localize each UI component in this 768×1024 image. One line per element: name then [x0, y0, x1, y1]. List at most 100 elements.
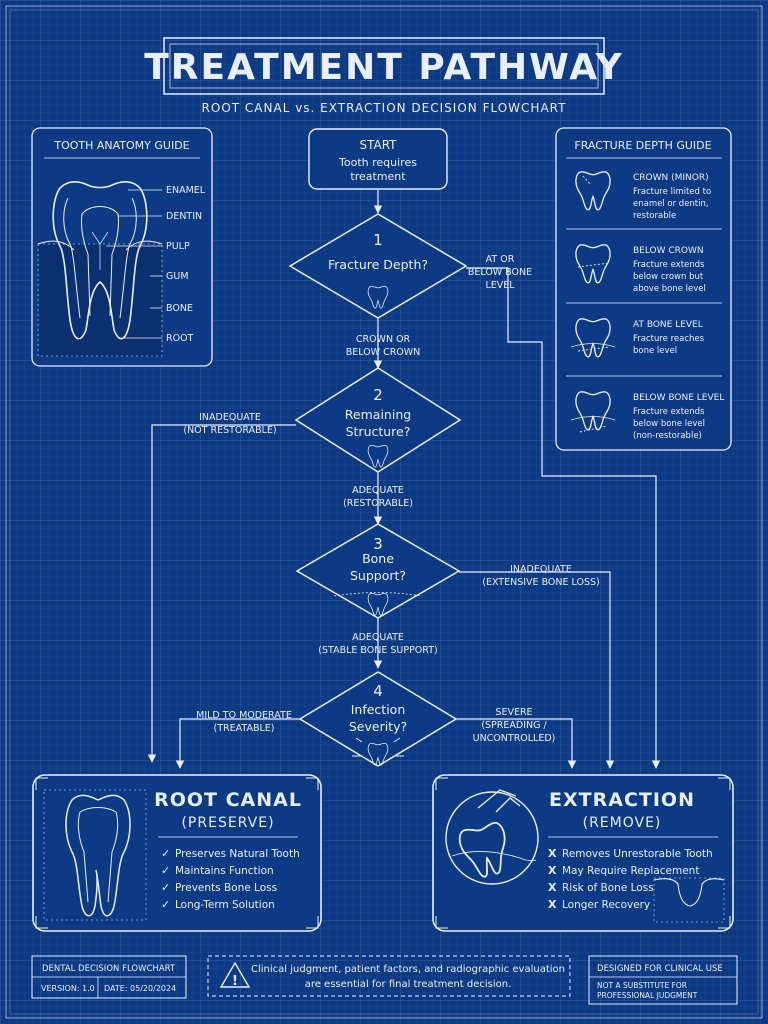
fracture-item-text: restorable	[633, 211, 676, 221]
decision-label: Infection	[351, 702, 406, 717]
point-text: Longer Recovery	[562, 899, 650, 911]
anatomy-label-enamel: ENAMEL	[166, 185, 206, 196]
point-text: Prevents Bone Loss	[175, 882, 277, 894]
warning-symbol: !	[232, 974, 238, 989]
fracture-item-text: Fracture extends	[633, 260, 705, 270]
root-canal-point: ✓ Preserves Natural Tooth	[161, 847, 300, 860]
fracture-item-text: bone level	[633, 346, 677, 356]
branch-label-line: ADEQUATE	[352, 632, 404, 643]
fracture-depth-guide: FRACTURE DEPTH GUIDE CROWN (MINOR)Fractu…	[555, 127, 732, 451]
fracture-item-title: BELOW CROWN	[633, 246, 704, 256]
decision-number: 4	[373, 682, 383, 700]
point-text: Preserves Natural Tooth	[175, 848, 300, 860]
page-title: TREATMENT PATHWAY	[144, 47, 624, 88]
fracture-item-title: BELOW BONE LEVEL	[633, 393, 724, 403]
fracture-item-text: below crown but	[633, 272, 704, 282]
branch-label-line: AT OR	[486, 254, 515, 265]
branch-label-line: CROWN OR	[356, 334, 411, 345]
decision-label: Severity?	[349, 719, 407, 734]
root-canal-outcome: ROOT CANAL (PRESERVE) ✓ Preserves Natural…	[32, 774, 322, 932]
socket-icon	[653, 877, 725, 923]
extraction-subtitle: (REMOVE)	[583, 815, 662, 831]
anatomy-label-bone: BONE	[166, 303, 193, 314]
branch-label-line: INADEQUATE	[510, 564, 572, 575]
anatomy-guide: TOOTH ANATOMY GUIDE ENAMELDENTINPULPGUMB…	[31, 127, 213, 367]
root-canal-title: ROOT CANAL	[154, 789, 302, 811]
start-line-1: Tooth requires	[338, 156, 417, 169]
branch-label-line: (RESTORABLE)	[343, 498, 413, 509]
anatomy-label-gum: GUM	[166, 271, 189, 282]
doc-date: DATE: 05/20/2024	[104, 984, 176, 993]
branch-label-line: (SPREADING /	[481, 720, 547, 731]
start-node: START Tooth requires treatment	[308, 128, 448, 190]
branch-label-line: BELOW BONE	[468, 267, 532, 278]
warning-icon: !	[219, 961, 251, 989]
fracture-heading: FRACTURE DEPTH GUIDE	[574, 139, 711, 152]
branch-label-d3-down: ADEQUATE(STABLE BONE SUPPORT)	[318, 632, 437, 656]
decision-label: Structure?	[346, 424, 411, 439]
decision-label: Bone	[362, 551, 394, 566]
extraction-title: EXTRACTION	[549, 789, 695, 811]
root-canal-point: ✓Prevents Bone Loss	[161, 881, 277, 894]
branch-label-line: SEVERE	[495, 707, 532, 718]
decision-label: Fracture Depth?	[328, 257, 428, 272]
fracture-item-text: (non-restorable)	[633, 431, 702, 441]
branch-label-d1-down: CROWN OR BELOW CROWN	[346, 334, 421, 358]
decision-tooth-icon	[333, 592, 423, 616]
fracture-item-text: below bone level	[633, 419, 705, 429]
check-icon: ✓	[161, 898, 170, 911]
title-block: TREATMENT PATHWAY ROOT CANAL vs. EXTRACT…	[144, 37, 624, 115]
fracture-item-text: above bone level	[633, 284, 706, 294]
root-canal-tooth-icon	[65, 794, 131, 917]
branch-label-d2-left: INADEQUATE (NOT RESTORABLE)	[183, 412, 276, 436]
branch-label-line: (EXTENSIVE BONE LOSS)	[482, 577, 599, 588]
page-subtitle: ROOT CANAL vs. EXTRACTION DECISION FLOWC…	[202, 101, 567, 115]
fracture-tooth-icon	[575, 171, 611, 211]
branch-label-d1-right: AT OR BELOW BONE LEVEL	[468, 254, 532, 291]
x-icon: X	[548, 864, 557, 877]
point-text: Removes Unrestorable Tooth	[562, 848, 713, 860]
point-text: Maintains Function	[175, 865, 274, 877]
fracture-item: BELOW CROWN Fracture extends below crown b…	[566, 228, 722, 294]
anatomy-label-root: ROOT	[166, 333, 194, 344]
anatomy-label-pulp: PULP	[166, 241, 190, 252]
decision-label: Support?	[350, 568, 406, 583]
branch-label-line: BELOW CROWN	[346, 347, 421, 358]
branch-label-line: INADEQUATE	[199, 412, 261, 423]
branch-label-d2-down: ADEQUATE(RESTORABLE)	[343, 485, 413, 509]
fracture-item: BELOW BONE LEVEL Fracture extends below bo…	[566, 375, 724, 441]
doc-version: VERSION: 1.0	[41, 984, 95, 993]
decision-label: Remaining	[345, 407, 411, 422]
branch-label-line: LEVEL	[485, 280, 515, 291]
branch-label-line: (TREATABLE)	[214, 723, 275, 734]
fracture-tooth-icon	[575, 244, 611, 284]
doc-title: DENTAL DECISION FLOWCHART	[42, 964, 176, 974]
forceps-icon	[445, 789, 539, 885]
point-text: Risk of Bone Loss	[562, 882, 654, 894]
fracture-tooth-icon	[570, 318, 616, 358]
branch-label-d4-right: SEVERE(SPREADING /UNCONTROLLED)	[473, 707, 556, 744]
fracture-item-text: Fracture limited to	[633, 187, 711, 197]
branch-label-line: (NOT RESTORABLE)	[183, 425, 276, 436]
check-icon: ✓	[161, 847, 170, 860]
root-canal-subtitle: (PRESERVE)	[181, 815, 274, 831]
note-line-1: Clinical judgment, patient factors, and …	[251, 964, 565, 975]
disclaimer-line-2: PROFESSIONAL JUDGMENT	[597, 991, 698, 1000]
fracture-item-text: Fracture extends	[633, 407, 705, 417]
outer-frame	[5, 5, 763, 1019]
anatomy-heading: TOOTH ANATOMY GUIDE	[53, 139, 189, 152]
root-canal-point: ✓Long-Term Solution	[161, 898, 275, 911]
footer: DENTAL DECISION FLOWCHART VERSION: 1.0 D…	[31, 955, 738, 1005]
fracture-item-text: enamel or dentin,	[633, 199, 709, 209]
branch-label-d3-right: INADEQUATE (EXTENSIVE BONE LOSS)	[482, 564, 599, 588]
